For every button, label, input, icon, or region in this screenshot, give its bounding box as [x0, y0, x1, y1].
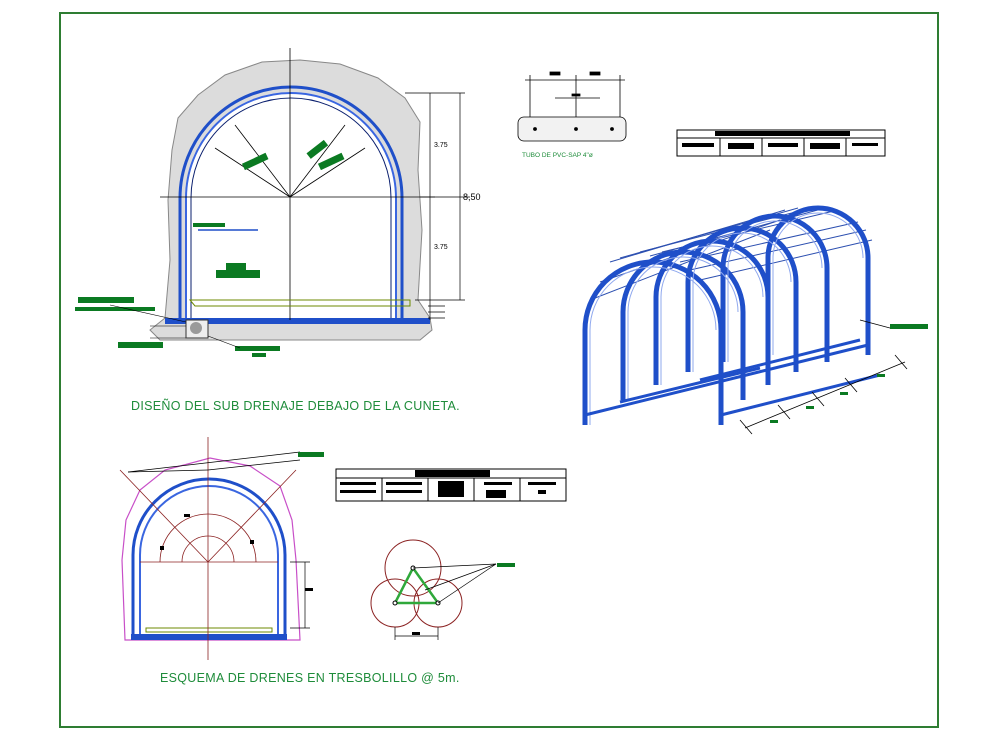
- total-height-label: 8,50: [463, 192, 481, 202]
- tunnel-scheme: [119, 437, 324, 660]
- spec-table-top: [676, 129, 886, 157]
- spec-table-middle: [335, 468, 567, 502]
- excavation-outline: [121, 457, 301, 641]
- pvc-pipe-detail: [517, 71, 627, 142]
- tunnel-cross-section: [75, 48, 470, 357]
- scheme-title: ESQUEMA DE DRENES EN TRESBOLILLO @ 5m.: [160, 671, 460, 685]
- lower-height-label: 3.75: [434, 244, 448, 251]
- tresbolillo-scheme: [370, 539, 515, 640]
- tunnel-opening: [185, 92, 397, 318]
- steel-arch-inner: [185, 92, 397, 320]
- steel-arch-outer: [178, 85, 404, 320]
- upper-height-label: 3.75: [434, 142, 448, 149]
- section-title: DISEÑO DEL SUB DRENAJE DEBAJO DE LA CUNE…: [131, 399, 460, 413]
- drawing-frame: [59, 12, 939, 728]
- pipe-label: TUBO DE PVC-SAP 4"ø: [522, 152, 593, 159]
- arch-liner-dark: [190, 97, 392, 320]
- cuneta-detail: [109, 299, 411, 349]
- arch-framework-3d: [582, 205, 928, 435]
- drain-marks: [75, 139, 345, 357]
- height-dimension: [405, 92, 465, 320]
- tunnel-floor: [165, 318, 430, 324]
